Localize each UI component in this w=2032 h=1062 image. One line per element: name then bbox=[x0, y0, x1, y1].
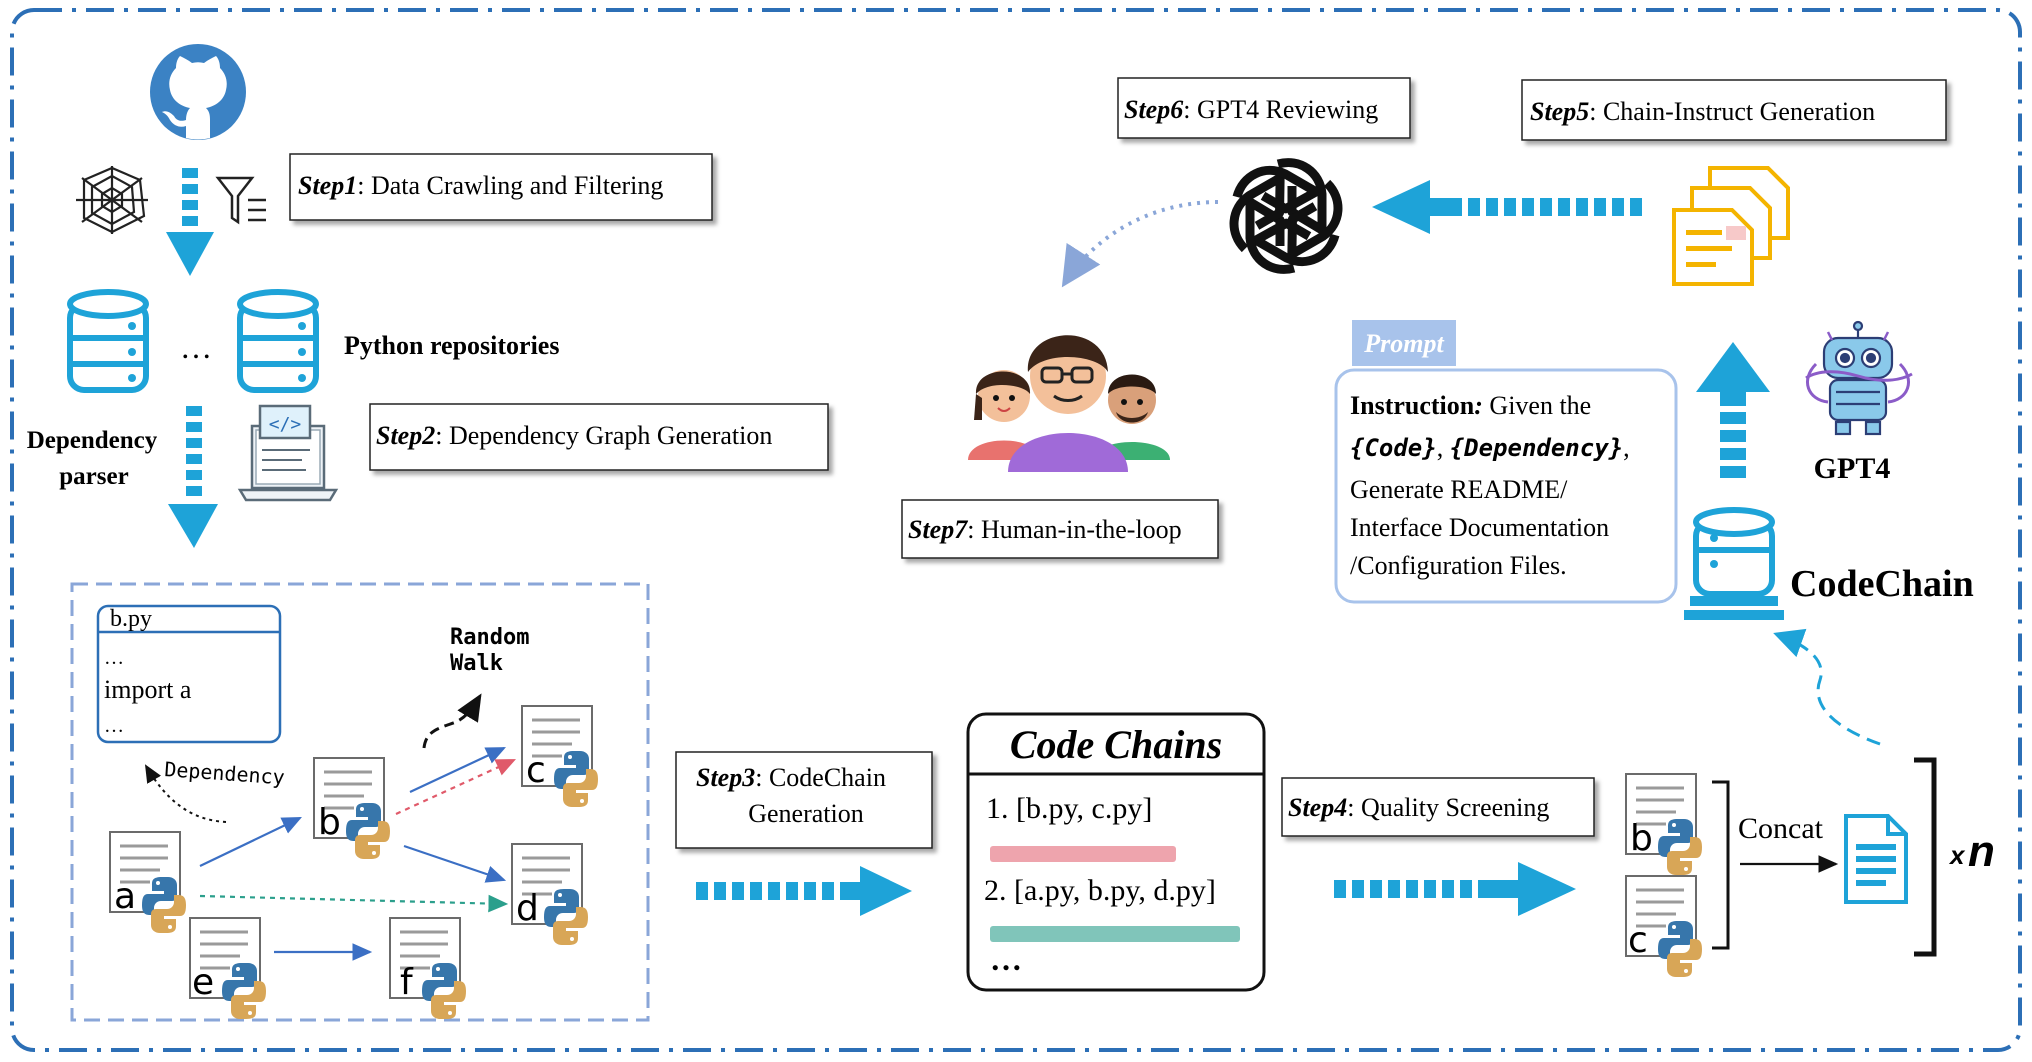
prompt-line2: {Code}, {Dependency}, bbox=[1350, 433, 1630, 462]
database-ellipsis: … bbox=[180, 329, 212, 365]
prompt-line5: /Configuration Files. bbox=[1350, 551, 1567, 580]
step3-box bbox=[675, 751, 933, 849]
filter-icon bbox=[215, 176, 266, 225]
step6-text: Step6: GPT4 Reviewing bbox=[1124, 95, 1378, 124]
parser-label-line1: Dependency bbox=[27, 427, 158, 454]
web-crawler-icon bbox=[76, 166, 148, 234]
curved-arrow-to-humans bbox=[1061, 200, 1219, 288]
step7-text: Step7: Human-in-the-loop bbox=[908, 515, 1182, 544]
code-chain-item1: 1. [b.py, c.py] bbox=[986, 792, 1152, 825]
concat-bracket bbox=[1712, 780, 1730, 950]
edge-b-c-red bbox=[395, 758, 517, 816]
svg-text:</>: </> bbox=[269, 414, 302, 435]
curved-arrow-to-codechain bbox=[1773, 628, 1881, 746]
dependency-arrow bbox=[144, 764, 227, 823]
multiplier-x: x bbox=[1948, 840, 1966, 870]
step1-text: Step1: Data Crawling and Filtering bbox=[298, 171, 663, 200]
github-icon bbox=[150, 44, 246, 140]
edge-b-c-blue bbox=[409, 747, 506, 793]
random-walk-line1: Random bbox=[450, 625, 529, 650]
gpt4-label: GPT4 bbox=[1814, 452, 1891, 485]
step1-box bbox=[289, 153, 713, 221]
document-stack-icon bbox=[1672, 166, 1790, 286]
prompt-box bbox=[1334, 368, 1678, 604]
code-file-line1: … bbox=[104, 647, 124, 669]
step3-text-line1: Step3: CodeChain bbox=[696, 763, 886, 792]
left-arrow-6 bbox=[1372, 180, 1642, 234]
step2-text: Step2: Dependency Graph Generation bbox=[376, 421, 772, 450]
parser-label-line2: parser bbox=[59, 463, 128, 490]
openai-icon bbox=[1229, 158, 1343, 274]
node-e-label: e bbox=[192, 962, 214, 1003]
prompt-tag-label: Prompt bbox=[1363, 329, 1444, 358]
step7-box bbox=[901, 499, 1219, 559]
document-icon bbox=[1844, 814, 1908, 904]
codechain-label: CodeChain bbox=[1790, 563, 1974, 605]
right-arrow-3 bbox=[696, 866, 912, 916]
step4-text: Step4: Quality Screening bbox=[1288, 793, 1549, 822]
prompt-line4: Interface Documentation bbox=[1350, 513, 1609, 542]
code-chain-score2 bbox=[990, 926, 1240, 942]
step5-box bbox=[1521, 79, 1947, 141]
code-file-line2: import a bbox=[104, 675, 192, 704]
codechain-database-icon bbox=[1684, 507, 1784, 620]
repos-label: Python repositories bbox=[344, 331, 559, 360]
right-arrow-4 bbox=[1334, 862, 1576, 916]
concat-node-b-label: b bbox=[1630, 818, 1653, 859]
step4-box bbox=[1281, 777, 1595, 837]
node-d-label: d bbox=[516, 888, 539, 929]
down-arrow-2 bbox=[168, 406, 218, 548]
edge-a-d bbox=[199, 894, 509, 913]
concat-label: Concat bbox=[1738, 812, 1824, 845]
prompt-tag bbox=[1352, 320, 1456, 366]
node-f-label: f bbox=[400, 962, 414, 1003]
random-walk-arrow bbox=[422, 693, 482, 749]
step3-text-line2: Generation bbox=[748, 799, 864, 828]
down-arrow-1 bbox=[166, 168, 214, 276]
node-c-label: c bbox=[526, 750, 546, 791]
node-b-label: b bbox=[318, 802, 341, 843]
humans-icon bbox=[968, 335, 1170, 472]
random-walk-line2: Walk bbox=[450, 651, 503, 676]
database-icon bbox=[67, 289, 149, 393]
step2-box bbox=[369, 403, 829, 471]
dependency-graph-box bbox=[70, 582, 650, 1022]
prompt-line3: Generate README/ bbox=[1350, 475, 1568, 504]
multiplier-n: n bbox=[1968, 827, 1995, 876]
code-chain-item2: 2. [a.py, b.py, d.py] bbox=[984, 874, 1216, 907]
up-arrow-5 bbox=[1696, 342, 1770, 478]
dependency-label: Dependency bbox=[164, 757, 286, 789]
code-chains-title: Code Chains bbox=[1010, 722, 1222, 767]
edge-a-b bbox=[199, 817, 302, 867]
database-icon bbox=[237, 289, 319, 393]
edge-b-d bbox=[403, 844, 507, 883]
outer-frame bbox=[10, 8, 2022, 1052]
node-a-label: a bbox=[114, 876, 136, 917]
code-chain-more: … bbox=[990, 941, 1022, 977]
laptop-code-icon: </> bbox=[237, 404, 339, 502]
step5-text: Step5: Chain-Instruct Generation bbox=[1530, 97, 1875, 126]
multiplier-bracket bbox=[1914, 757, 1937, 957]
code-chain-score1 bbox=[990, 846, 1176, 862]
code-file-line3: … bbox=[104, 715, 124, 737]
code-file-box bbox=[96, 604, 282, 744]
prompt-line1: Instruction: Given the bbox=[1350, 391, 1591, 420]
code-file-title: b.py bbox=[110, 606, 152, 632]
concat-node-c-label: c bbox=[1628, 920, 1648, 961]
step6-box bbox=[1117, 77, 1411, 139]
robot-icon bbox=[1805, 320, 1913, 436]
